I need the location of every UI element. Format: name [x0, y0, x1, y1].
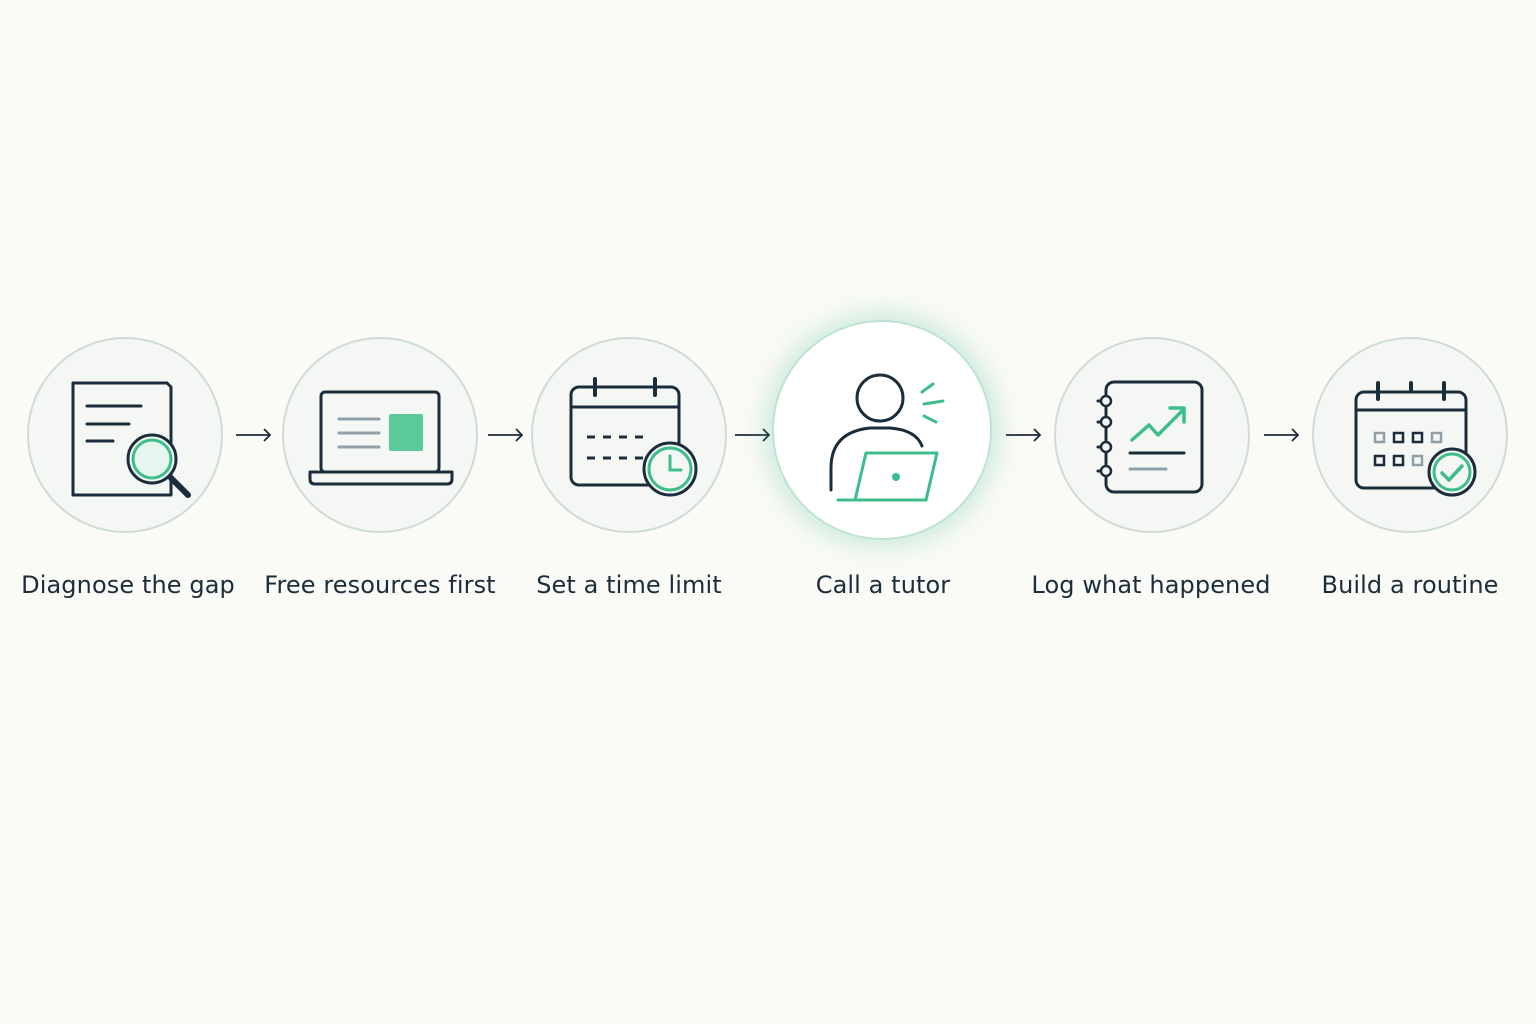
arrow-right-icon	[236, 428, 272, 442]
arrow-right-icon	[1264, 428, 1300, 442]
step-circle	[531, 337, 727, 533]
step-label: Build a routine	[1321, 571, 1499, 599]
step-label: Set a time limit	[536, 571, 722, 599]
calendar-check-icon	[1354, 381, 1477, 497]
laptop-icon	[308, 390, 454, 486]
step-circle	[1312, 337, 1508, 533]
person-laptop-icon	[829, 373, 945, 502]
step-circle	[27, 337, 223, 533]
document-magnifier-icon	[71, 381, 191, 498]
arrow-right-icon	[488, 428, 524, 442]
step-label: Log what happened	[1031, 571, 1271, 599]
arrow-right-icon	[735, 428, 771, 442]
arrow-right-icon	[1006, 428, 1042, 442]
step-label: Diagnose the gap	[21, 571, 235, 599]
step-label: Call a tutor	[815, 571, 951, 599]
step-circle	[1054, 337, 1250, 533]
calendar-clock-icon	[569, 377, 698, 497]
notebook-chart-icon	[1096, 380, 1204, 494]
step-circle	[282, 337, 478, 533]
step-label: Free resources first	[264, 571, 496, 599]
step-circle-highlighted	[772, 320, 992, 540]
